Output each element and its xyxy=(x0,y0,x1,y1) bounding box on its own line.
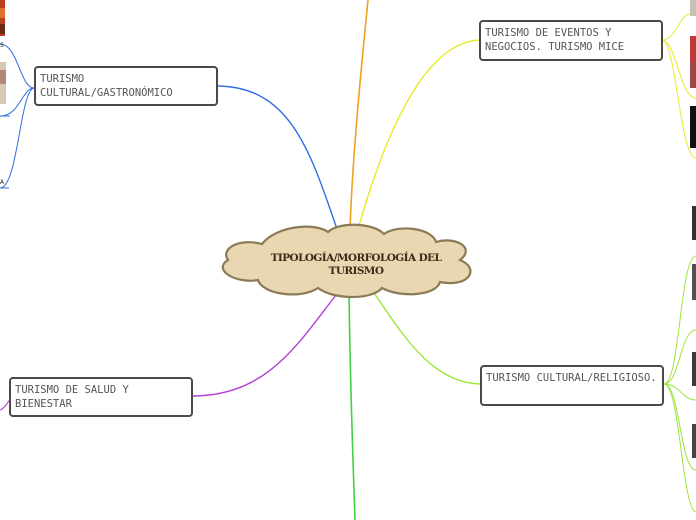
thumbnail-image-left-2[interactable] xyxy=(0,62,6,104)
thumbnail-image-right-2[interactable] xyxy=(690,36,696,88)
sub-connector-lime-4 xyxy=(664,384,696,470)
thumbnail-image-right-1[interactable] xyxy=(690,0,696,16)
connector-yellow xyxy=(356,40,480,236)
sub-connector-lime-1 xyxy=(664,256,696,384)
thumbnail-image-right-5[interactable] xyxy=(692,264,696,300)
thumbnail-image-right-4[interactable] xyxy=(692,206,696,240)
thumbnail-image-right-6[interactable] xyxy=(692,352,696,386)
node-label: TURISMO DE EVENTOS Y NEGOCIOS. TURISMO M… xyxy=(485,26,657,54)
sub-connector-lime-5 xyxy=(664,384,696,512)
connector-orange xyxy=(350,0,368,232)
node-turismo-eventos-negocios[interactable]: TURISMO DE EVENTOS Y NEGOCIOS. TURISMO M… xyxy=(479,20,663,61)
central-topic-cloud[interactable] xyxy=(223,225,471,297)
connector-blue xyxy=(216,86,338,232)
left-edge-fragment-top: S xyxy=(0,42,4,49)
thumbnail-image-right-7[interactable] xyxy=(692,424,696,458)
left-edge-fragment-mid: A xyxy=(0,179,4,186)
sub-connector-yellow-1 xyxy=(662,14,690,40)
node-turismo-cultural-gastronomico[interactable]: TURISMO CULTURAL/GASTRONÓMICO xyxy=(34,66,218,106)
thumbnail-image-left-1[interactable] xyxy=(0,0,5,36)
thumbnail-image-right-3[interactable] xyxy=(690,106,696,148)
connector-green xyxy=(349,292,355,520)
node-turismo-cultural-religioso[interactable]: TURISMO CULTURAL/RELIGIOSO. xyxy=(480,365,664,406)
node-turismo-salud-bienestar[interactable]: TURISMO DE SALUD Y BIENESTAR xyxy=(9,377,193,417)
connector-lime xyxy=(372,290,482,384)
node-label: TURISMO DE SALUD Y BIENESTAR xyxy=(15,383,187,411)
connector-purple xyxy=(192,290,340,396)
node-label: TURISMO CULTURAL/RELIGIOSO. xyxy=(486,371,658,385)
node-label: TURISMO CULTURAL/GASTRONÓMICO xyxy=(40,72,212,100)
sub-connector-lime-2 xyxy=(664,330,696,384)
